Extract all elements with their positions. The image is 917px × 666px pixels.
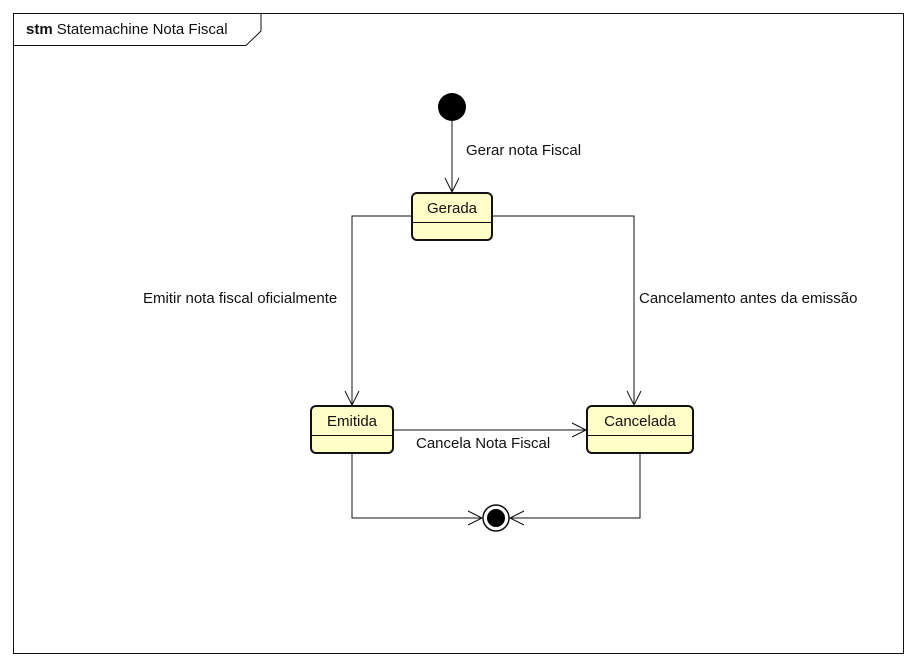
state-emitida-label: Emitida <box>326 413 378 430</box>
state-gerada-divider <box>413 222 491 223</box>
label-emitir-nota-fiscal: Emitir nota fiscal oficialmente <box>143 290 338 307</box>
label-cancelamento-antes: Cancelamento antes da emissão <box>639 290 858 307</box>
arrowhead-final-right <box>508 510 525 526</box>
frame-tab-outline <box>13 13 262 46</box>
transition-gerada-emitida <box>351 215 411 404</box>
frame-border <box>13 13 904 654</box>
final-state-dot <box>487 509 505 527</box>
label-gerar-nota-fiscal: Gerar nota Fiscal <box>466 142 582 159</box>
state-emitida-divider <box>312 435 392 436</box>
transition-gerada-cancelada <box>492 215 635 404</box>
label-cancela-nota-fiscal: Cancela Nota Fiscal <box>416 435 551 452</box>
arrowhead-final-left <box>467 510 484 526</box>
initial-state <box>438 93 466 121</box>
state-cancelada-label: Cancelada <box>604 413 676 430</box>
state-cancelada-divider <box>588 435 692 436</box>
frame-title-text: Statemachine Nota Fiscal <box>56 21 228 38</box>
transition-emitida-final <box>351 454 482 519</box>
state-gerada[interactable]: Gerada <box>411 192 493 241</box>
state-emitida[interactable]: Emitida <box>310 405 394 454</box>
state-gerada-label: Gerada <box>426 200 478 217</box>
transition-cancelada-final <box>510 454 641 519</box>
frame-keyword: stm <box>26 21 53 38</box>
state-cancelada[interactable]: Cancelada <box>586 405 694 454</box>
